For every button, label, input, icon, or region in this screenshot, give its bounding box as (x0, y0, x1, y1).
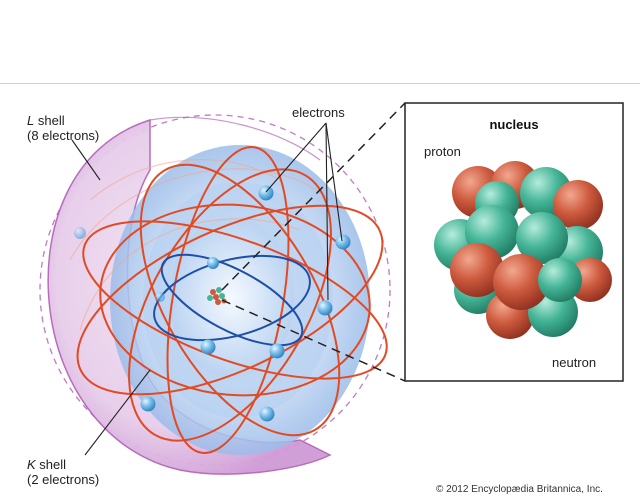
l-shell-label: L shell (27, 113, 65, 128)
k-shell-count: (2 electrons) (27, 472, 100, 487)
zoom-lines (221, 102, 406, 382)
electron (317, 300, 333, 316)
electron (140, 396, 156, 412)
nucleus-cluster (434, 161, 612, 339)
back-orbits (69, 159, 331, 331)
sphere-outline (39, 114, 391, 466)
copyright-credit: © 2012 Encyclopædia Britannica, Inc. (436, 484, 603, 495)
nucleus-title: nucleus (489, 117, 539, 132)
k-shell-label: K shell (27, 457, 67, 472)
proton-label: proton (424, 144, 461, 159)
k-shell-orbits (153, 253, 311, 347)
l-shell-count: (8 electrons) (27, 128, 100, 143)
electron (259, 406, 275, 422)
atom-center-nucleus (207, 287, 227, 305)
electron (335, 234, 351, 250)
electrons-label: electrons (292, 105, 345, 120)
electron (207, 257, 219, 269)
electron (155, 292, 165, 302)
electron (200, 339, 216, 355)
electron (74, 227, 86, 239)
electron (258, 185, 274, 201)
neutron-label: neutron (552, 355, 597, 370)
electrons (74, 185, 351, 422)
header-divider (0, 83, 640, 84)
electron (269, 343, 285, 359)
